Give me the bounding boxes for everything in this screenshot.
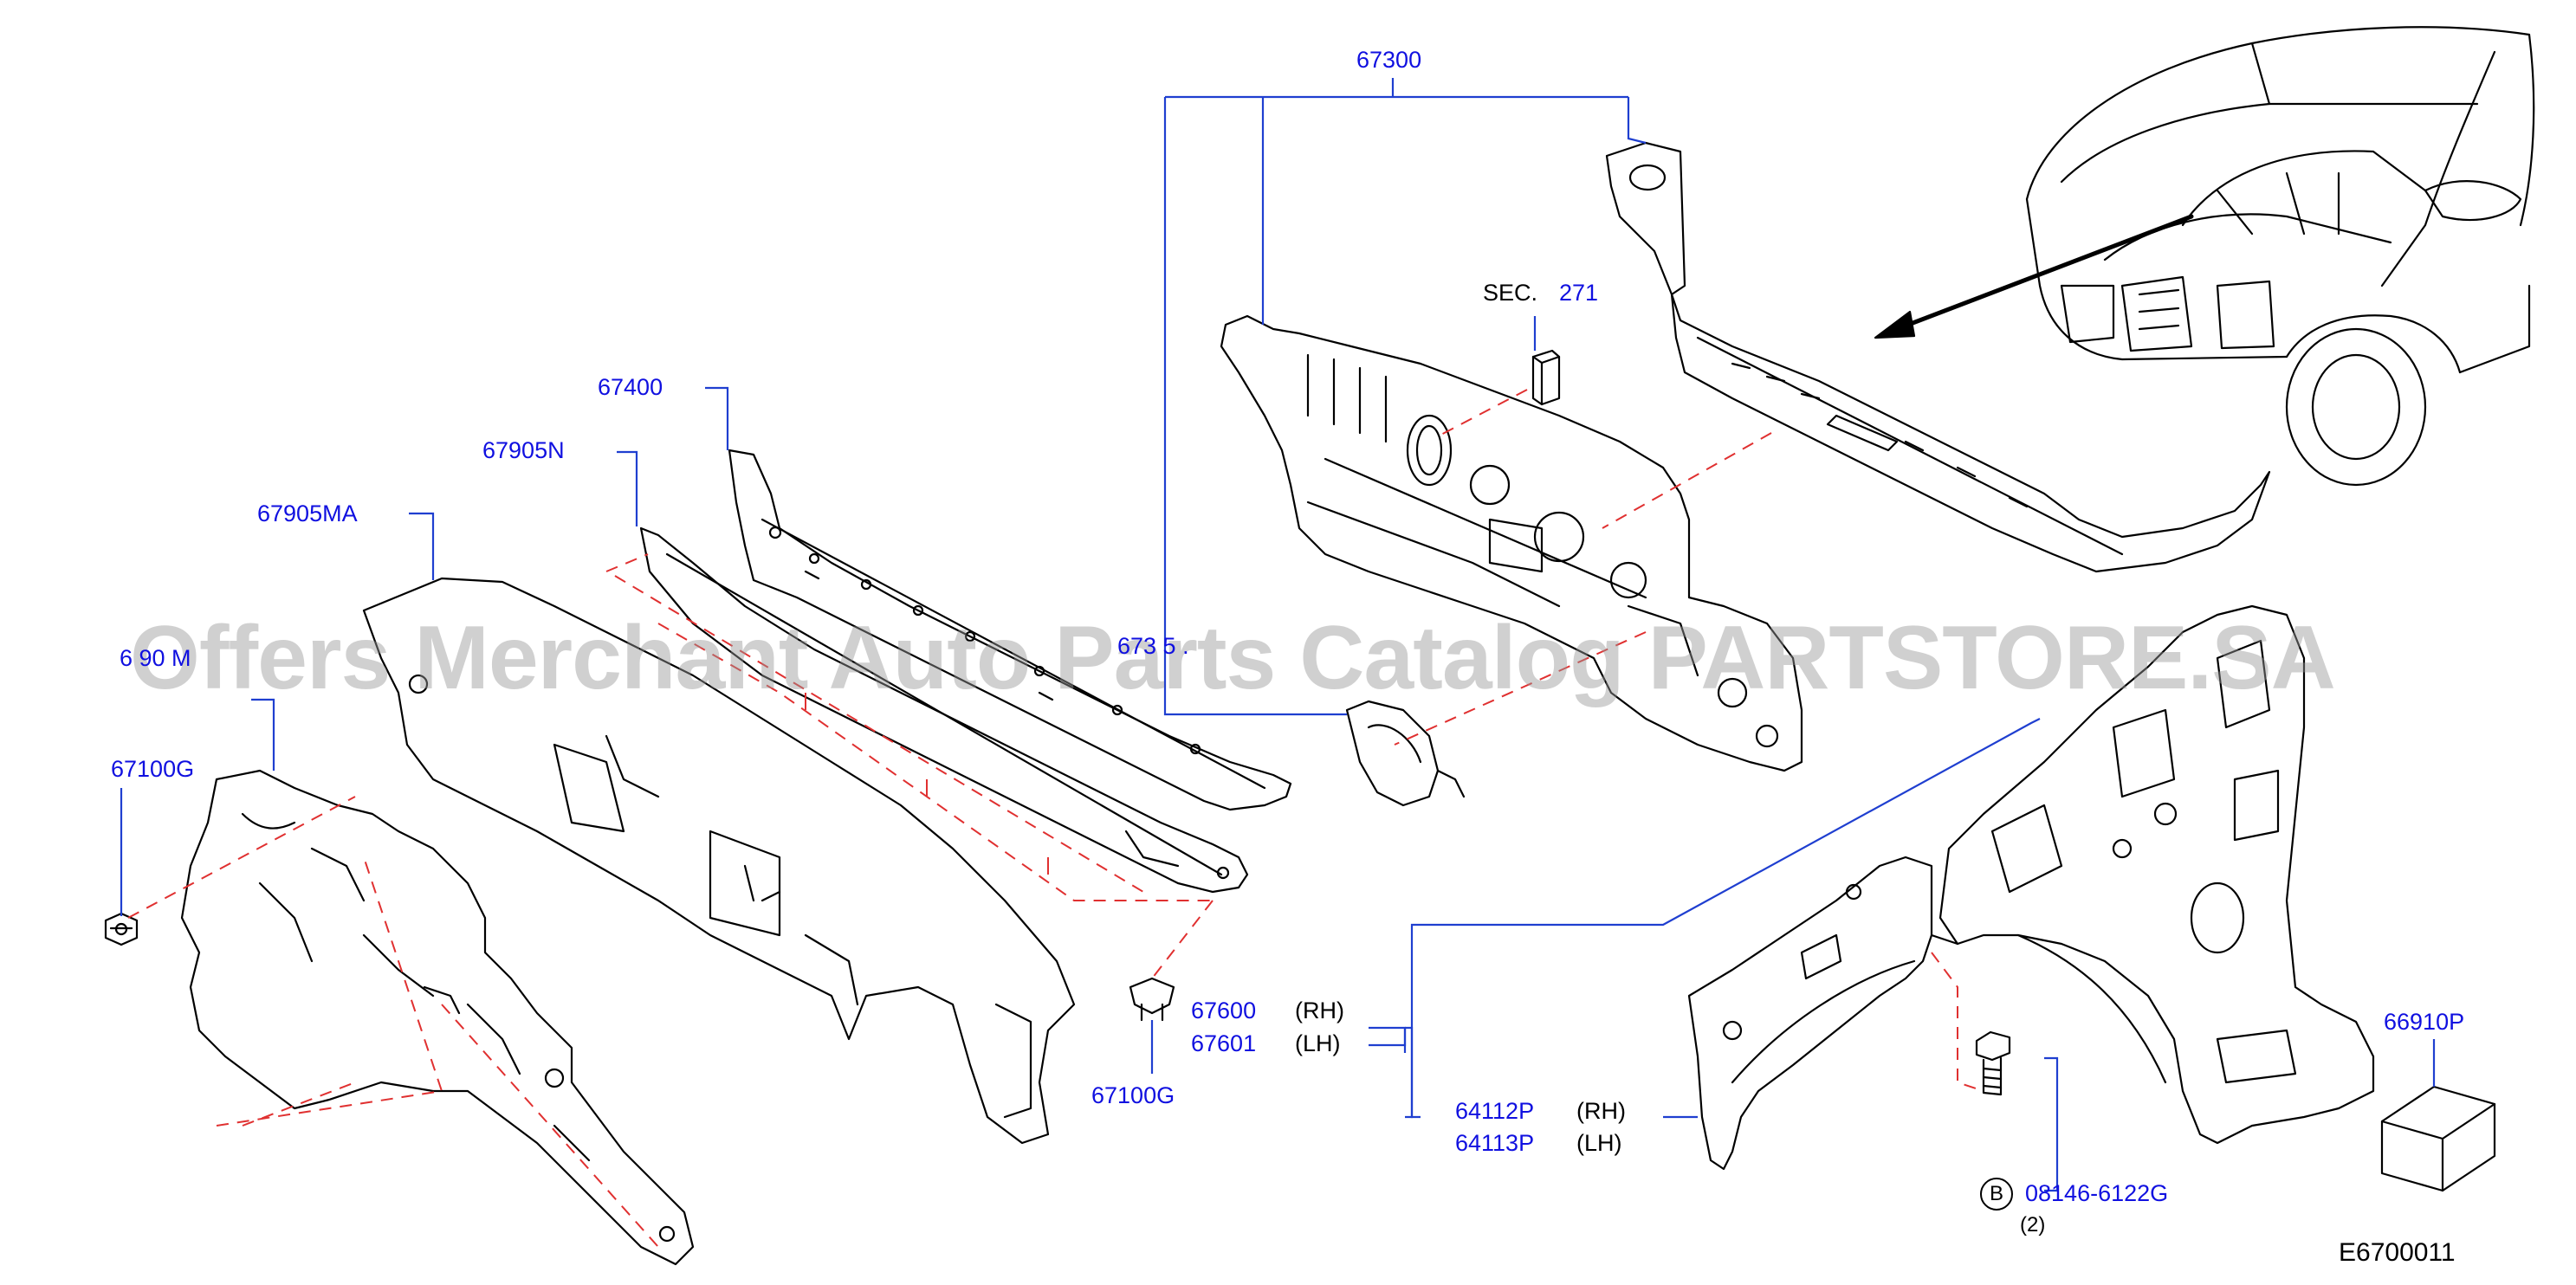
location-arrow	[1874, 214, 2194, 339]
part-label-673-partial[interactable]: 673 5 .	[1117, 633, 1189, 659]
sec-prefix-label: SEC.	[1483, 280, 1538, 306]
bolt-08146-6122G	[1975, 1030, 2011, 1096]
side-insulator	[180, 769, 695, 1266]
rail-ticks	[805, 693, 1049, 875]
leader-lines	[120, 78, 2436, 1192]
part-label-64113P[interactable]: 64113P	[1455, 1130, 1535, 1156]
part-label-67100G-bottom[interactable]: 67100G	[1091, 1082, 1175, 1108]
side-lh-67601: (LH)	[1295, 1030, 1341, 1056]
dash-insulator-small	[1345, 700, 1466, 807]
cowl-reinforcement	[728, 449, 1292, 811]
sec-number-label[interactable]: 271	[1559, 280, 1599, 306]
part-label-67600[interactable]: 67600	[1191, 998, 1257, 1023]
bolt-quantity: (2)	[2020, 1213, 2046, 1237]
bolt-marker-circle: B	[1980, 1178, 2013, 1211]
sealer-block-66910P	[2380, 1085, 2496, 1192]
side-panel-assembly	[1938, 604, 2375, 1145]
sec-271-block	[1531, 349, 1561, 406]
part-label-64112P[interactable]: 64112P	[1455, 1098, 1535, 1124]
assembly-dash-lines	[127, 389, 1984, 1248]
part-label-67100G-left[interactable]: 67100G	[111, 756, 195, 782]
part-label-08146-6122G[interactable]: 08146-6122G	[2025, 1180, 2169, 1206]
part-label-67300[interactable]: 67300	[1356, 47, 1422, 73]
dash-panel	[1220, 314, 1803, 772]
hoodledge-reinforcement	[1687, 856, 1959, 1171]
diagram-code: E6700011	[2339, 1238, 2456, 1267]
clip-67100G-left	[104, 912, 139, 946]
part-label-67905N[interactable]: 67905N	[482, 437, 565, 463]
vehicle-location-sketch	[2025, 26, 2535, 487]
side-rh-64112P: (RH)	[1576, 1098, 1626, 1124]
part-label-67400[interactable]: 67400	[598, 374, 663, 400]
cowl-top-panel	[1605, 141, 2271, 573]
dash-upper-rail	[639, 526, 1249, 894]
clip-67100G-bottom	[1129, 977, 1175, 1022]
part-label-67601[interactable]: 67601	[1191, 1030, 1257, 1056]
side-rh-67600: (RH)	[1295, 998, 1344, 1023]
part-label-67905MA[interactable]: 67905MA	[257, 500, 358, 526]
dash-insulator-large	[362, 577, 1076, 1145]
part-label-67900M[interactable]: 6 90 M	[120, 645, 191, 671]
side-lh-64113P: (LH)	[1576, 1130, 1622, 1156]
part-label-66910P[interactable]: 66910P	[2384, 1009, 2465, 1035]
